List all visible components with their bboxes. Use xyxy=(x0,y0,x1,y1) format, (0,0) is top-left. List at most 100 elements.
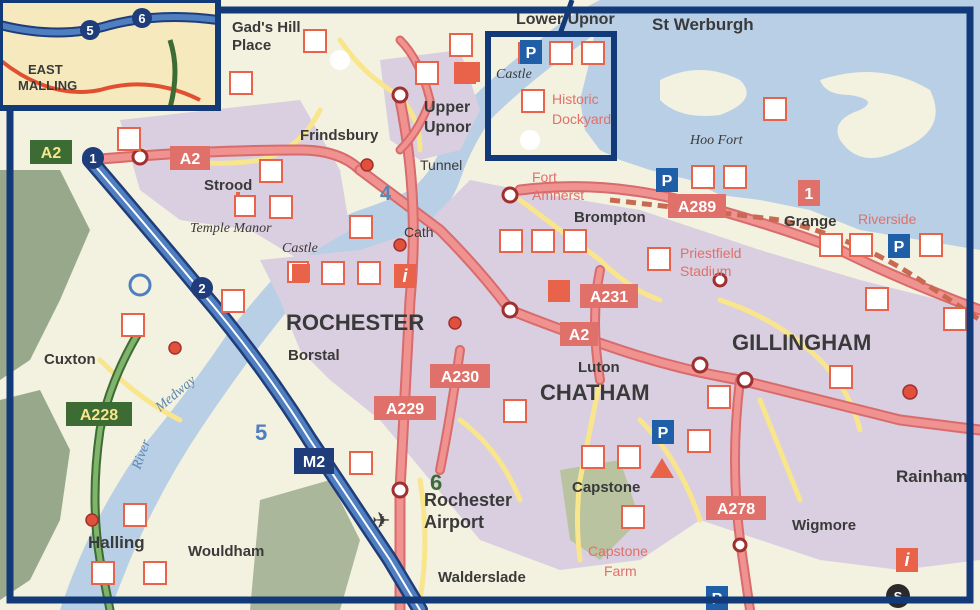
label-gillingham: GILLINGHAM xyxy=(732,330,871,355)
label-upper-upnor-2: Upnor xyxy=(424,119,471,136)
svg-text:A231: A231 xyxy=(590,289,628,306)
junction-2: 2 xyxy=(191,277,213,299)
shield-a2-right: A2 xyxy=(560,322,598,346)
map-frame xyxy=(6,6,974,604)
label-tunnel: Tunnel xyxy=(420,157,462,173)
estuary-water xyxy=(580,0,980,250)
inset-junction-6: 6 xyxy=(138,11,145,26)
label-capstone-farm-2: Farm xyxy=(604,563,637,579)
junction-2-label: 2 xyxy=(198,281,205,296)
label-capstone-farm-1: Capstone xyxy=(588,543,648,559)
label-rochester-airport-2: Airport xyxy=(424,512,484,532)
s-marker: S xyxy=(886,584,910,608)
svg-text:P: P xyxy=(526,45,537,62)
parking-sign-dockyard: P xyxy=(520,40,542,64)
label-rochester: ROCHESTER xyxy=(286,310,424,335)
shield-a230: A230 xyxy=(430,364,490,388)
woods-west xyxy=(0,170,90,380)
roundabouts xyxy=(131,86,754,553)
svg-text:A289: A289 xyxy=(678,199,716,216)
woods-south xyxy=(250,480,360,610)
label-riverside: Riverside xyxy=(858,211,917,227)
shield-a229: A229 xyxy=(374,396,436,420)
label-st-werburgh: St Werburgh xyxy=(652,15,754,34)
m2-motorway-center xyxy=(89,159,421,610)
label-castle-rochester: Castle xyxy=(282,241,318,256)
shield-a2-mid: A2 xyxy=(170,146,210,170)
urban-strood xyxy=(120,100,350,260)
label-historic-dockyard-1: Historic xyxy=(552,91,599,107)
label-temple-manor: Temple Manor xyxy=(190,221,272,236)
inset-junction-5: 5 xyxy=(86,23,93,38)
parking-sign-riverside: P xyxy=(888,234,910,258)
shield-a2-left: A2 xyxy=(30,140,72,164)
label-chatham: CHATHAM xyxy=(540,380,650,405)
river-medway xyxy=(60,0,640,610)
shield-a228: A228 xyxy=(66,402,132,426)
label-cath: Cath xyxy=(404,224,434,240)
inset-label-east: EAST xyxy=(28,62,63,77)
label-brompton: Brompton xyxy=(574,209,646,226)
label-castle-upnor: Castle xyxy=(496,67,532,82)
svg-text:P: P xyxy=(658,425,669,442)
junction-ring xyxy=(128,273,152,297)
label-wouldham: Wouldham xyxy=(188,543,264,560)
info-sign-rainham: i xyxy=(896,548,918,572)
parking-sign-chatham: P xyxy=(652,420,674,444)
marsh-island xyxy=(820,72,936,158)
svg-text:P: P xyxy=(894,239,905,256)
label-frindsbury: Frindsbury xyxy=(300,127,379,144)
inset-map: 5 6 EAST MALLING xyxy=(0,0,221,111)
shield-a278: A278 xyxy=(706,496,766,520)
junction-1-label: 1 xyxy=(89,151,96,166)
label-borstal: Borstal xyxy=(288,347,340,364)
label-priestfield-1: Priestfield xyxy=(680,245,741,261)
dockyard-zoom-box xyxy=(485,31,617,161)
svg-text:A228: A228 xyxy=(80,407,118,424)
label-halling: Halling xyxy=(88,533,145,552)
label-gads-hill-place: Place xyxy=(232,37,271,54)
shield-m2: M2 xyxy=(294,448,334,474)
svg-text:A230: A230 xyxy=(441,369,479,386)
town-dots xyxy=(85,158,918,527)
label-walderslade: Walderslade xyxy=(438,569,526,586)
label-fort-amherst-2: Amherst xyxy=(532,187,584,203)
white-blob-upnor xyxy=(330,50,350,70)
triangle-icon xyxy=(650,458,674,478)
svg-text:P: P xyxy=(662,173,673,190)
svg-text:M2: M2 xyxy=(303,454,325,471)
parking-sign-fort: P xyxy=(656,168,678,192)
m2-junction-4-label: 4 xyxy=(380,183,392,205)
label-luton: Luton xyxy=(578,359,620,376)
label-priestfield-2: Stadium xyxy=(680,263,731,279)
m2-junction-6-label: 6 xyxy=(430,470,442,495)
label-cuxton: Cuxton xyxy=(44,351,96,368)
svg-text:A2: A2 xyxy=(41,145,62,162)
label-rochester-airport-1: Rochester xyxy=(424,490,512,510)
svg-text:i: i xyxy=(904,550,910,570)
junction-1: 1 xyxy=(82,147,104,169)
airplane-icon: ✈ xyxy=(372,508,390,533)
inset-label-malling: MALLING xyxy=(18,78,77,93)
m2-junction-5-label: 5 xyxy=(255,420,267,445)
label-grange: Grange xyxy=(784,213,837,230)
woods-southwest xyxy=(0,390,70,600)
label-upper-upnor-1: Upper xyxy=(424,99,470,116)
svg-text:A2: A2 xyxy=(569,327,590,344)
hoo-island xyxy=(660,70,747,116)
label-rainham: Rainham xyxy=(896,467,968,486)
svg-text:1: 1 xyxy=(805,186,814,203)
label-wigmore: Wigmore xyxy=(792,517,856,534)
shield-a289: A289 xyxy=(668,194,726,218)
svg-text:A2: A2 xyxy=(180,151,201,168)
info-sign-rochester: i xyxy=(394,264,416,288)
white-blob-dockyard xyxy=(520,130,540,150)
coastal-path xyxy=(609,197,980,323)
dockyard-zoom-connector xyxy=(557,0,575,35)
svg-text:A278: A278 xyxy=(717,501,755,518)
a228-road-center xyxy=(92,327,143,610)
label-historic-dockyard-2: Dockyard xyxy=(552,111,611,127)
shield-a231: A231 xyxy=(580,284,638,308)
label-gads-hill: Gad's Hill xyxy=(232,19,301,36)
